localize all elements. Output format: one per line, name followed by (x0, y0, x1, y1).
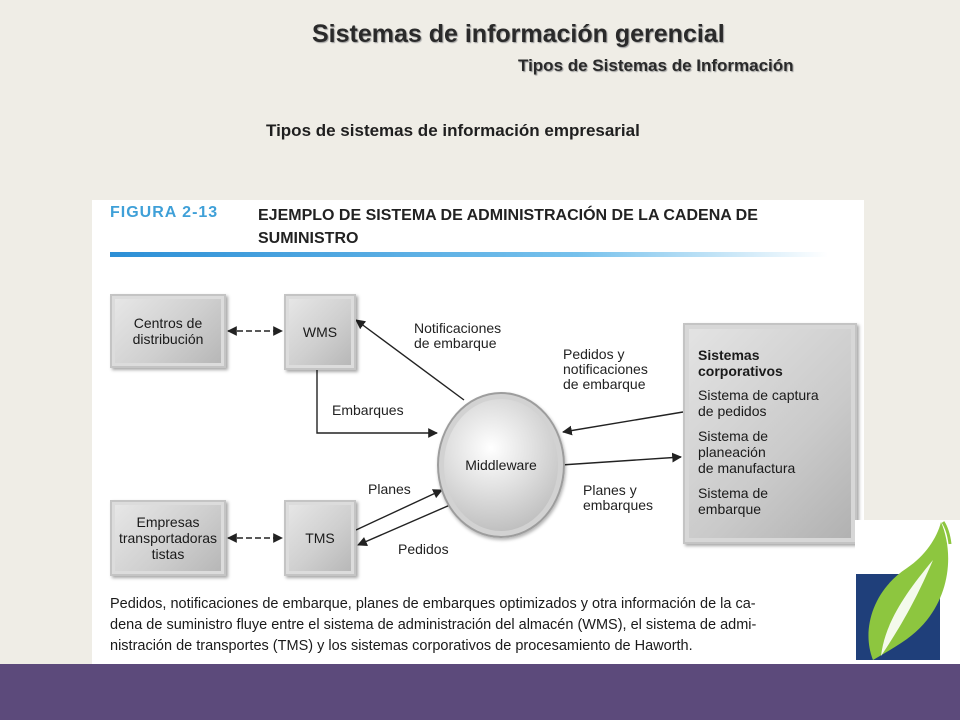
corporate-item: Sistema de embarque (698, 485, 769, 517)
section-heading: Tipos de sistemas de información empresa… (266, 121, 640, 140)
node-sistemas-corporativos: Sistemas corporativos Sistema de captura… (683, 323, 857, 544)
logo-panel (855, 520, 960, 664)
arrow-middleware-to-tms (357, 504, 451, 546)
corporate-item: Sistema de planeación de manufactura (698, 428, 796, 476)
figure-caption: Pedidos, notificaciones de embarque, pla… (110, 596, 757, 654)
leaf-logo-icon (856, 521, 952, 660)
label-planes-embarques: Planes y embarques (583, 482, 654, 513)
arrow-middleware-to-wms (355, 319, 465, 401)
page-title: Sistemas de información gerencial (312, 20, 725, 48)
page-subtitle: Tipos de Sistemas de Información (518, 56, 794, 75)
label-planes: Planes (368, 481, 411, 497)
arrow-corp-to-middleware (562, 411, 684, 436)
figure-label: FIGURA 2-13 (110, 204, 219, 221)
figure-title-rule (110, 252, 828, 257)
corporate-title: Sistemas corporativos (698, 347, 783, 379)
corporate-item: Sistema de captura de pedidos (698, 387, 819, 419)
node-middleware: Middleware (437, 392, 565, 538)
node-tms: TMS (284, 500, 356, 576)
supply-chain-figure: FIGURA 2-13 EJEMPLO DE SISTEMA DE ADMINI… (92, 200, 864, 672)
label-pedidos: Pedidos (398, 541, 449, 557)
label-notificaciones-embarque: Notificaciones de embarque (414, 320, 502, 351)
diagram-arrows (227, 319, 684, 546)
arrow-middleware-to-corp (560, 452, 682, 466)
label-pedidos-notificaciones: Pedidos y notificaciones de embarque (563, 346, 648, 392)
arrow-wms-to-middleware (316, 370, 438, 438)
footer-band (0, 664, 960, 720)
node-wms: WMS (284, 294, 356, 370)
label-embarques: Embarques (332, 402, 404, 418)
node-empresas-transportistas: Empresas transportadoras tistas (110, 500, 226, 576)
node-centros-distribucion: Centros de distribución (110, 294, 226, 368)
figure-title: EJEMPLO DE SISTEMA DE ADMINISTRACIÓN DE … (258, 207, 758, 247)
arrow-tms-to-middleware (355, 489, 443, 531)
